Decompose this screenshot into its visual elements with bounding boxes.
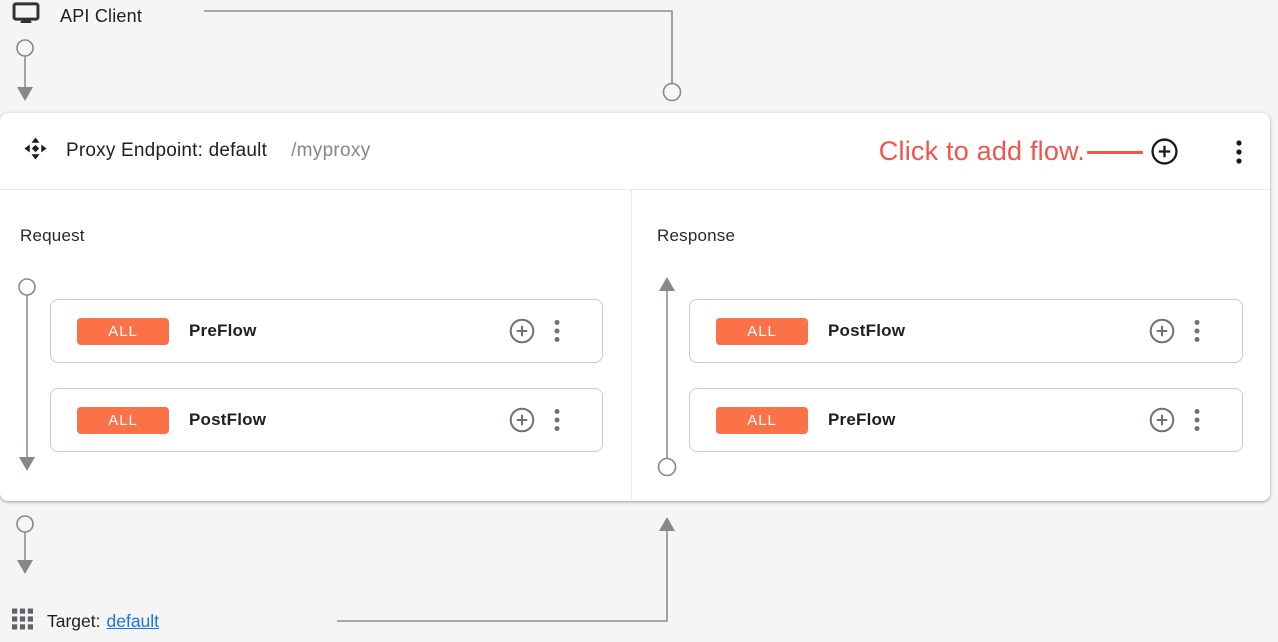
proxy-endpoint-panel: Proxy Endpoint: default /myproxy Click t… <box>0 113 1270 501</box>
flow-more-vert-icon[interactable] <box>1188 318 1206 344</box>
proxy-to-target-connector <box>16 515 34 574</box>
condition-badge: ALL <box>716 317 808 345</box>
response-column-label: Response <box>657 226 736 245</box>
flow-more-vert-icon[interactable] <box>548 407 566 433</box>
proxy-endpoint-title: Proxy Endpoint: default <box>66 140 268 161</box>
flow-card-request-postflow[interactable]: ALL PostFlow <box>50 388 603 452</box>
api-client-down-connector <box>16 39 34 101</box>
apps-grid-icon <box>12 608 33 635</box>
monitor-icon <box>12 2 40 30</box>
flow-name: PreFlow <box>189 321 257 340</box>
proxy-endpoint-header: Proxy Endpoint: default /myproxy Click t… <box>0 113 1270 190</box>
condition-badge: ALL <box>716 406 808 434</box>
flow-card-response-postflow[interactable]: ALL PostFlow <box>689 299 1243 363</box>
add-flow-annotation: Click to add flow. <box>878 136 1085 166</box>
flow-card-response-preflow[interactable]: ALL PreFlow <box>689 388 1243 452</box>
add-policy-icon[interactable] <box>1149 318 1175 344</box>
flow-name: PostFlow <box>828 321 906 340</box>
add-policy-icon[interactable] <box>509 318 535 344</box>
target-label: Target: <box>47 610 101 631</box>
target-default-link[interactable]: default <box>106 610 160 631</box>
condition-badge: ALL <box>77 317 169 345</box>
target-to-response-connector <box>337 517 675 622</box>
plus-circle-icon[interactable] <box>1151 138 1178 165</box>
move-arrows-icon <box>24 137 47 165</box>
annotation-pointer-line <box>1087 151 1143 154</box>
api-client-to-proxy-connector <box>204 10 682 102</box>
condition-badge: ALL <box>77 406 169 434</box>
request-response-divider <box>631 190 632 500</box>
add-policy-icon[interactable] <box>509 407 535 433</box>
proxy-endpoint-path: /myproxy <box>291 140 371 161</box>
api-client-label: API Client <box>60 5 143 26</box>
flow-more-vert-icon[interactable] <box>548 318 566 344</box>
request-column-label: Request <box>20 226 85 245</box>
flow-more-vert-icon[interactable] <box>1188 407 1206 433</box>
flow-name: PreFlow <box>828 410 896 429</box>
api-client: API Client <box>12 2 142 30</box>
target-row: Target: default <box>12 606 159 636</box>
proxy-endpoint-body <box>0 190 1270 500</box>
flow-name: PostFlow <box>189 410 267 429</box>
more-vert-icon[interactable] <box>1236 139 1242 165</box>
add-policy-icon[interactable] <box>1149 407 1175 433</box>
flow-card-request-preflow[interactable]: ALL PreFlow <box>50 299 603 363</box>
